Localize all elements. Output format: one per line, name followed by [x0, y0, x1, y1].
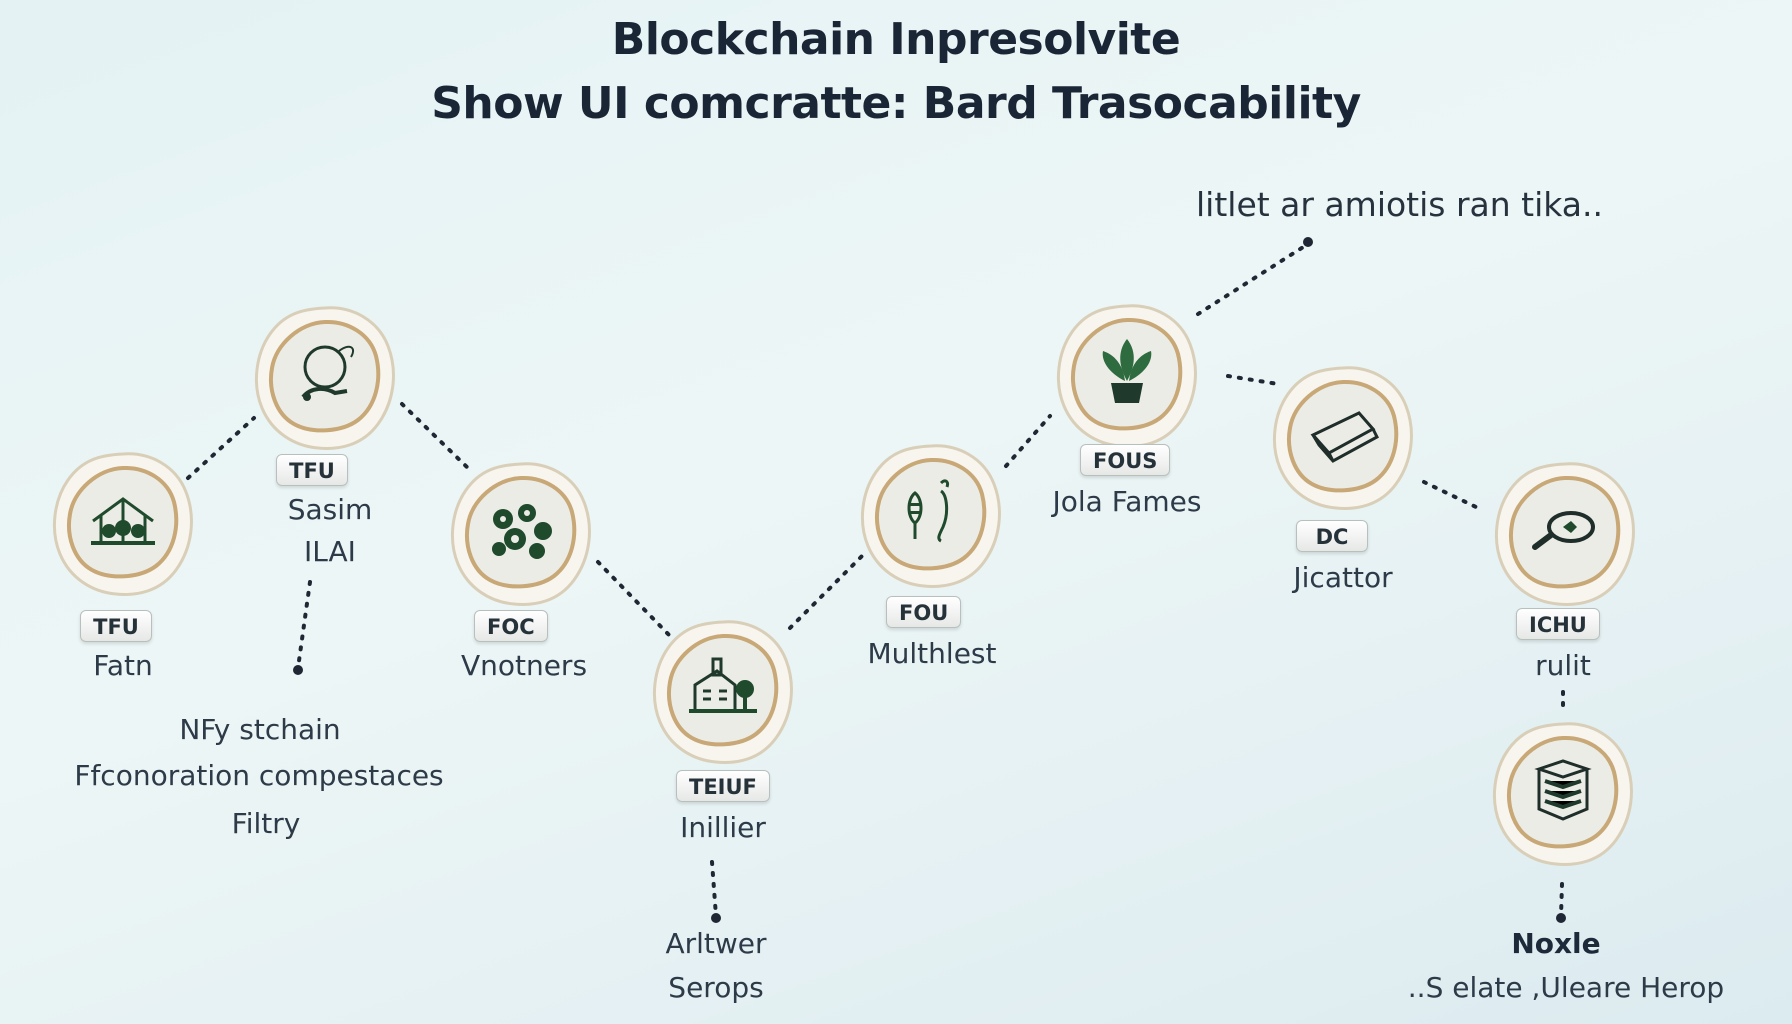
package-icon: [1310, 411, 1379, 463]
globe-hand-icon: [301, 345, 355, 401]
connector-dot: [711, 913, 721, 923]
badge-n2: TFU: [276, 454, 348, 486]
node-plants[interactable]: [446, 458, 596, 608]
badge-n3: FOC: [474, 610, 548, 642]
connector-n6-n7: [1226, 374, 1280, 386]
connector-n3-n4: [596, 560, 672, 638]
node-frame: [255, 306, 395, 450]
node-frame: [861, 444, 1001, 588]
label-n7: Jicattor: [1293, 561, 1393, 594]
annotation-bottom-right-line1: Noxle: [1511, 927, 1601, 960]
badge-n6: FOUS: [1080, 444, 1171, 476]
page-title-line1: Blockchain Inpresolvite: [611, 14, 1181, 65]
badge-n4: TEIUF: [676, 770, 770, 802]
node-produce[interactable]: [856, 440, 1006, 590]
connector-n2-n3: [400, 402, 472, 472]
annotation-left-line3: Filtry: [231, 807, 301, 840]
label-n5: Multhlest: [867, 637, 997, 670]
badge-n8: ICHU: [1516, 608, 1600, 640]
connector-n4-n5: [788, 550, 868, 630]
connector-n9-annotation: [1559, 882, 1564, 918]
connector-n5-n6: [1004, 414, 1052, 468]
annotation-bottom-right-line2: ..S elate ,Uleare Herop: [1407, 971, 1725, 1004]
connector-n4-annotation: [710, 860, 718, 918]
stacked-layers-icon: [1534, 759, 1592, 821]
annotation-left-line1: NFy stchain: [179, 713, 341, 746]
node-greenhouse[interactable]: [48, 448, 198, 598]
badge-n1: TFU: [80, 610, 152, 642]
badge-n7: DC: [1296, 520, 1368, 552]
connector-n2-annotation: [296, 580, 312, 670]
page-title-line2: Show UI comcratte: Bard Trasocability: [431, 78, 1361, 129]
produce-icon: [907, 479, 949, 543]
plants-icon: [492, 504, 552, 559]
magnifier-icon: [1532, 511, 1595, 550]
badge-n5: FOU: [886, 596, 962, 628]
connector-n6-annotation: [1196, 242, 1310, 316]
annotation-bottom-middle-line1: Arltwer: [665, 927, 767, 960]
label-n3: Vnotners: [460, 649, 588, 682]
label-n2-line2: ILAI: [304, 535, 356, 568]
node-frame: [1273, 366, 1413, 510]
greenhouse-icon: [91, 497, 155, 545]
node-globe[interactable]: [250, 302, 400, 452]
node-potted-plant[interactable]: [1052, 300, 1202, 450]
connector-n7-n8: [1422, 480, 1480, 510]
factory-icon: [689, 657, 757, 713]
label-n2-line1: Sasim: [287, 493, 373, 526]
annotation-bottom-middle-line2: Serops: [668, 971, 764, 1004]
connector-dot: [1303, 237, 1313, 247]
label-n1: Fatn: [93, 649, 153, 682]
node-stacked-layers[interactable]: [1488, 718, 1638, 868]
node-factory[interactable]: [648, 616, 798, 766]
node-magnifier[interactable]: [1490, 458, 1640, 608]
node-frame: [1495, 462, 1635, 606]
connector-dot: [1556, 913, 1566, 923]
top-annotation: litlet ar amiotis ran tika..: [1196, 185, 1604, 224]
connector-dot: [293, 665, 303, 675]
label-n6: Jola Fames: [1052, 485, 1202, 518]
potted-plant-icon: [1102, 339, 1152, 403]
annotation-left-line2: Ffconoration compestaces: [74, 759, 444, 792]
label-n4: Inillier: [680, 811, 766, 844]
node-package[interactable]: [1268, 362, 1418, 512]
label-n8: rulit: [1535, 649, 1591, 682]
connector-n1-n2: [186, 416, 256, 480]
